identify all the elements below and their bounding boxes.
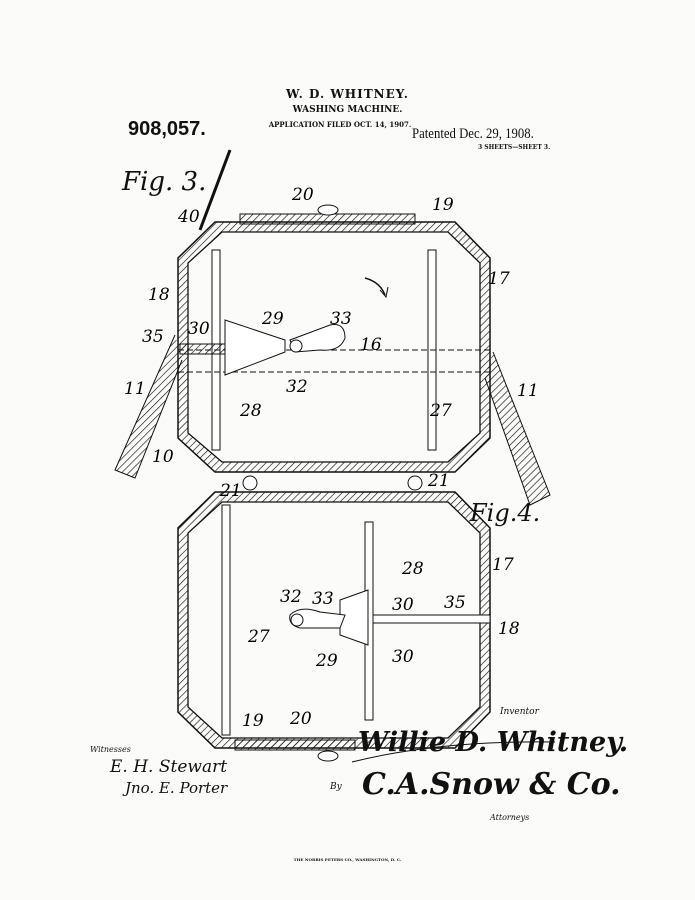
inventor-label: Inventor — [500, 707, 539, 717]
figure-4-label: Fig.4. — [470, 499, 541, 527]
fig4-washing-box — [177, 491, 491, 762]
reference-numeral: 29 — [261, 309, 284, 329]
reference-numeral: 32 — [280, 587, 302, 607]
reference-numeral: 28 — [239, 401, 262, 421]
reference-numeral: 20 — [289, 709, 312, 729]
reference-numeral: 29 — [315, 651, 338, 671]
reference-numeral: 18 — [148, 285, 170, 305]
reference-numeral: 11 — [517, 381, 539, 401]
reference-numeral: 35 — [444, 593, 466, 613]
reference-numeral: 32 — [286, 377, 308, 397]
reference-numeral: 17 — [492, 555, 514, 575]
signature-underline — [351, 741, 556, 763]
by-label: By — [330, 782, 342, 792]
witness-signature-2: Jno. E. Porter — [125, 779, 228, 797]
reference-numeral: 33 — [330, 309, 352, 329]
inventor-header: W. D. WHITNEY. — [286, 87, 409, 101]
reference-numeral: 20 — [291, 185, 314, 205]
reference-numeral: 30 — [392, 595, 414, 615]
patent-number: 908,057. — [128, 118, 206, 140]
reference-numeral: 19 — [432, 195, 454, 215]
witness-signature-1: E. H. Stewart — [110, 757, 228, 777]
reference-numeral: 18 — [498, 619, 520, 639]
inventor-signature: Willie D. Whitney. — [358, 727, 629, 758]
sheet-count: 3 SHEETS—SHEET 3. — [478, 144, 551, 151]
reference-numeral: 27 — [429, 401, 452, 421]
reference-numeral: 19 — [242, 711, 264, 731]
reference-numeral: 27 — [247, 627, 270, 647]
fig3-washing-box — [114, 149, 551, 506]
patent-title: WASHING MACHINE. — [292, 105, 403, 115]
reference-numeral: 28 — [401, 559, 424, 579]
printer-credit: THE NORRIS PETERS CO., WASHINGTON, D. C. — [293, 857, 402, 862]
reference-numeral: 33 — [312, 589, 334, 609]
reference-numeral: 30 — [392, 647, 414, 667]
reference-numeral: 17 — [488, 269, 510, 289]
attorney-signature: C.A.Snow & Co. — [362, 767, 621, 802]
fig3-reference-numerals: 20 19 40 17 18 29 33 16 30 35 32 11 28 27 11 10 21 21 — [124, 185, 539, 501]
reference-numeral: 11 — [124, 379, 146, 399]
reference-numeral: 16 — [360, 335, 382, 355]
reference-numeral: 40 — [177, 207, 200, 227]
reference-numeral: 10 — [152, 447, 174, 467]
reference-numeral: 30 — [188, 319, 210, 339]
figure-3-label: Fig. 3. — [122, 167, 207, 197]
reference-numeral: 35 — [142, 327, 164, 347]
fig4-reference-numerals: 28 17 32 33 30 35 18 27 29 30 19 20 — [242, 555, 520, 731]
application-filed: APPLICATION FILED OCT. 14, 1907. — [268, 120, 412, 129]
witnesses-label: Witnesses — [90, 745, 131, 754]
reference-numeral: 21 — [427, 471, 450, 491]
attorneys-label: Attorneys — [490, 813, 530, 822]
patent-date: Patented Dec. 29, 1908. — [412, 126, 534, 142]
reference-numeral: 21 — [219, 481, 242, 501]
